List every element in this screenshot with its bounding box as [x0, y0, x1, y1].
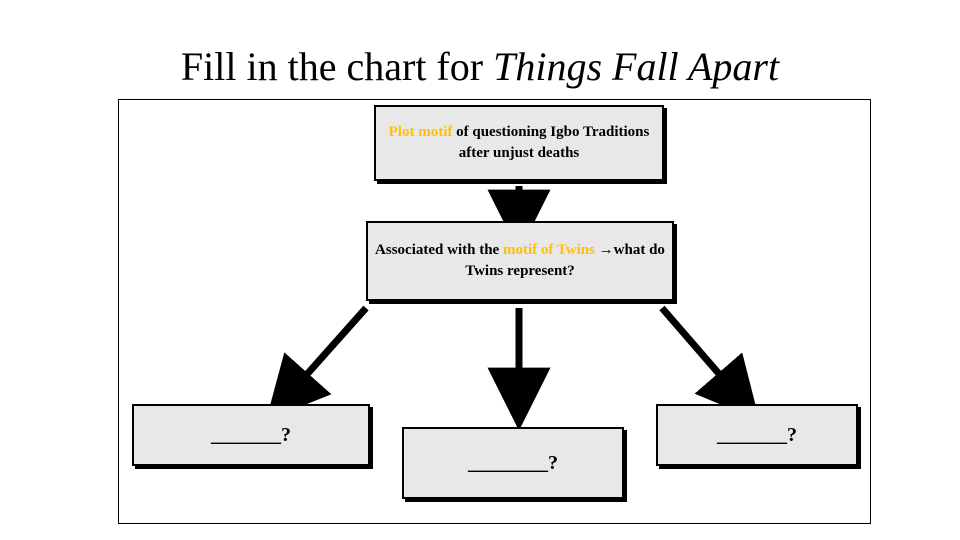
node-blank-left[interactable]: _______?: [132, 404, 370, 466]
node-blank-right-text: _______?: [717, 423, 797, 446]
title-prefix: Fill in the chart for: [180, 44, 494, 89]
node-twins-motif[interactable]: Associated with the motif of Twins →what…: [366, 221, 674, 301]
page-title: Fill in the chart for Things Fall Apart: [0, 44, 960, 90]
node-blank-left-text: _______?: [211, 423, 291, 446]
node-plot-motif-rest: of questioning Igbo Traditions after unj…: [452, 124, 650, 161]
node-twins-motif-highlight: motif of Twins: [502, 242, 595, 258]
node-plot-motif-text: Plot motif of questioning Igbo Tradition…: [382, 122, 656, 164]
title-work: Things Fall Apart: [493, 44, 780, 89]
node-twins-motif-question: →what do Twins represent?: [465, 242, 665, 279]
node-twins-motif-text: Associated with the motif of Twins →what…: [374, 240, 666, 282]
node-plot-motif[interactable]: Plot motif of questioning Igbo Tradition…: [374, 105, 664, 181]
node-blank-center[interactable]: ________?: [402, 427, 624, 499]
node-twins-motif-lead: Associated with the: [375, 242, 503, 258]
node-blank-center-text: ________?: [468, 451, 558, 474]
node-plot-motif-highlight: Plot motif: [388, 124, 453, 140]
node-blank-right[interactable]: _______?: [656, 404, 858, 466]
